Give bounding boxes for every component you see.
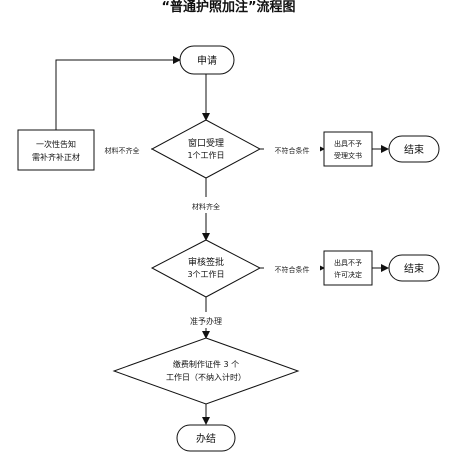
edge-label-materials-complete: 材料齐全 [192,202,220,211]
decision-shape [150,239,262,298]
label-bg [93,141,151,157]
page-title: “普通护照加注”流程图 [161,0,296,15]
node-label: 出具不予 [334,139,362,148]
node-review: 审核签批 3个工作日 [150,239,262,298]
node-label: 一次性告知 [36,139,76,149]
process-shape [323,131,373,167]
node-label: 缴费制作证件 3 个 [173,359,239,369]
process-shape [17,129,95,171]
node-label: 1个工作日 [187,150,224,160]
label-bg [264,141,320,157]
edge-label-materials-incomplete: 材料不齐全 [105,146,140,155]
node-end-1: 结束 [388,135,440,163]
node-no-permit: 出具不予 许可决定 [323,250,373,286]
decision-shape [112,337,300,405]
node-label: 工作日（不纳入计时） [166,372,246,382]
node-end-2: 结束 [388,254,440,282]
node-label: 办结 [196,432,216,445]
terminal-shape [176,424,236,452]
node-window-accept: 窗口受理 1个工作日 [150,119,262,179]
edge-label-not-qualified-2: 不符合条件 [275,265,310,274]
edge-label-approved: 准予办理 [190,316,222,326]
edge-label-not-qualified-1: 不符合条件 [275,146,310,155]
terminal-shape [388,135,440,163]
node-label: 受理文书 [334,151,362,160]
edge-notify-to-apply [55,56,181,130]
node-label: 需补齐补正材 [32,152,80,162]
decision-shape [150,119,262,179]
node-label: 窗口受理 [188,137,224,149]
node-reject-doc: 出具不予 受理文书 [323,131,373,167]
label-bg [178,197,234,213]
node-apply: 申请 [179,45,235,75]
node-label: 出具不予 [334,258,362,267]
process-shape [323,250,373,286]
node-label: 申请 [197,54,217,67]
terminal-shape [388,254,440,282]
node-label: 许可决定 [334,270,362,279]
node-label: 结束 [404,262,424,275]
node-label: 结束 [404,143,424,156]
node-fee-certificate: 缴费制作证件 3 个 工作日（不纳入计时） [112,337,300,405]
node-notify-supplement: 一次性告知 需补齐补正材 [17,129,95,171]
node-label: 3个工作日 [187,269,224,279]
node-label: 审核签批 [188,256,224,268]
label-bg [180,312,232,328]
node-done: 办结 [176,424,236,452]
label-bg [264,260,320,276]
terminal-shape [179,45,235,75]
